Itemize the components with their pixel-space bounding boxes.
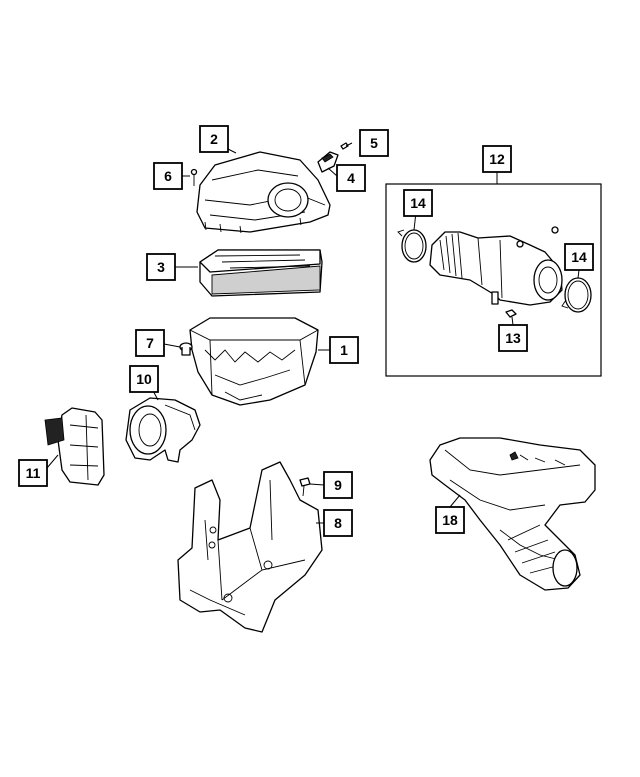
svg-text:3: 3: [157, 259, 165, 275]
part-11-intake: [44, 407, 105, 486]
part-7-grommet: [179, 342, 193, 356]
callout-18: 18: [435, 506, 465, 534]
callout-2: 2: [199, 125, 229, 153]
part-4-sensor: [317, 151, 339, 173]
svg-text:12: 12: [489, 151, 505, 167]
callout-14-left: 14: [403, 189, 433, 217]
svg-text:10: 10: [136, 371, 152, 387]
part-9-bolt: [299, 477, 311, 497]
svg-text:4: 4: [347, 170, 355, 186]
callout-10: 10: [129, 365, 159, 393]
callout-11: 11: [18, 459, 48, 487]
part-6-screw: [190, 168, 198, 186]
part-1-housing: [189, 317, 319, 406]
part-3-air-filter: [199, 249, 323, 297]
callout-1: 1: [329, 336, 359, 364]
part-12-resonator-hose: [429, 226, 563, 306]
callout-7: 7: [135, 329, 165, 357]
svg-text:2: 2: [210, 131, 218, 147]
callout-8: 8: [323, 509, 353, 537]
svg-text:14: 14: [410, 195, 426, 211]
svg-text:5: 5: [370, 135, 378, 151]
callout-3: 3: [146, 253, 176, 281]
part-18-outlet-duct: [429, 437, 596, 591]
part-13-nut: [505, 309, 517, 318]
svg-text:18: 18: [442, 512, 458, 528]
part-10-duct: [125, 397, 201, 463]
svg-text:8: 8: [334, 515, 342, 531]
part-8-support-bracket: [177, 461, 323, 633]
svg-text:7: 7: [146, 335, 154, 351]
callout-14-right: 14: [564, 243, 594, 271]
part-2-air-cleaner-cover: [196, 151, 331, 234]
part-12-group-frame: [385, 183, 602, 377]
callout-4: 4: [336, 164, 366, 192]
svg-text:14: 14: [571, 249, 587, 265]
callout-6: 6: [153, 162, 183, 190]
svg-text:13: 13: [505, 330, 521, 346]
callout-9: 9: [323, 471, 353, 499]
callout-13: 13: [498, 324, 528, 352]
callout-5: 5: [359, 129, 389, 157]
svg-text:6: 6: [164, 168, 172, 184]
part-14-clamp-right: [561, 277, 592, 313]
part-14-clamp-left: [397, 229, 427, 263]
svg-text:11: 11: [26, 465, 41, 481]
callout-12: 12: [482, 145, 512, 173]
part-5-screw: [340, 142, 349, 150]
svg-text:1: 1: [340, 342, 348, 358]
svg-text:9: 9: [334, 477, 342, 493]
